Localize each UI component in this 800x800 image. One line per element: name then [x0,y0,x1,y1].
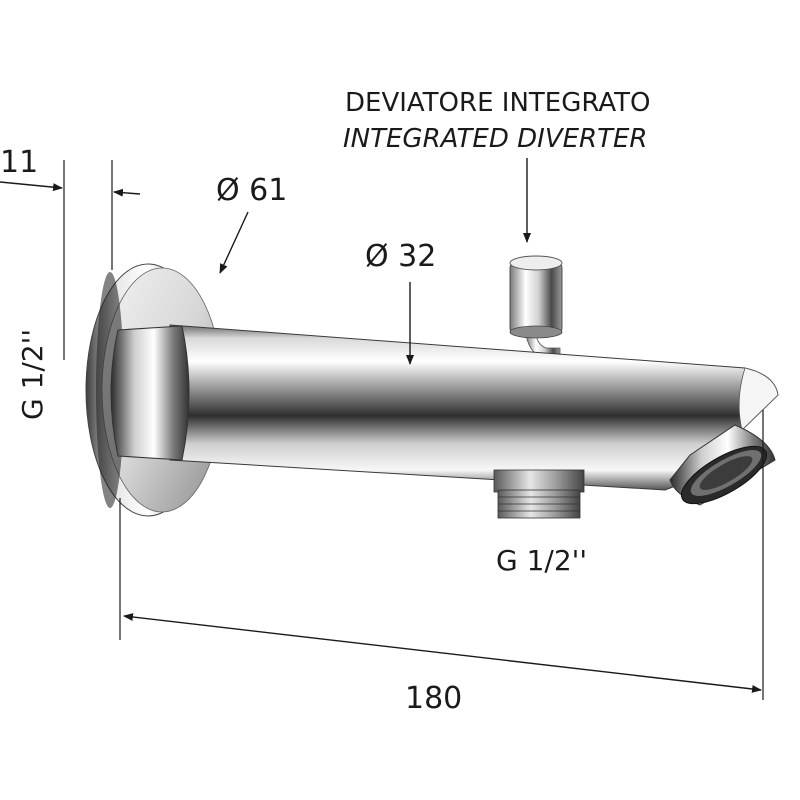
diverter-knob [509,255,563,359]
spout-diameter-dimension: Ø 32 [365,239,436,274]
dimension-lines [0,158,764,700]
wall-thread-dimension: G 1/2'' [16,329,49,420]
flange-depth-dimension: 11 [0,145,38,180]
diverter-label-italian: DEVIATORE INTEGRATO [345,88,650,118]
diverter-label-english: INTEGRATED DIVERTER [343,124,647,154]
flange-diameter-dimension: Ø 61 [216,173,287,208]
aerator-outlet [669,424,776,506]
total-length-dimension: 180 [405,681,462,716]
outlet-thread-connector [493,469,585,519]
bath-spout-illustration [85,255,779,519]
outlet-thread-dimension: G 1/2'' [496,544,587,577]
spout-collar [110,325,190,461]
